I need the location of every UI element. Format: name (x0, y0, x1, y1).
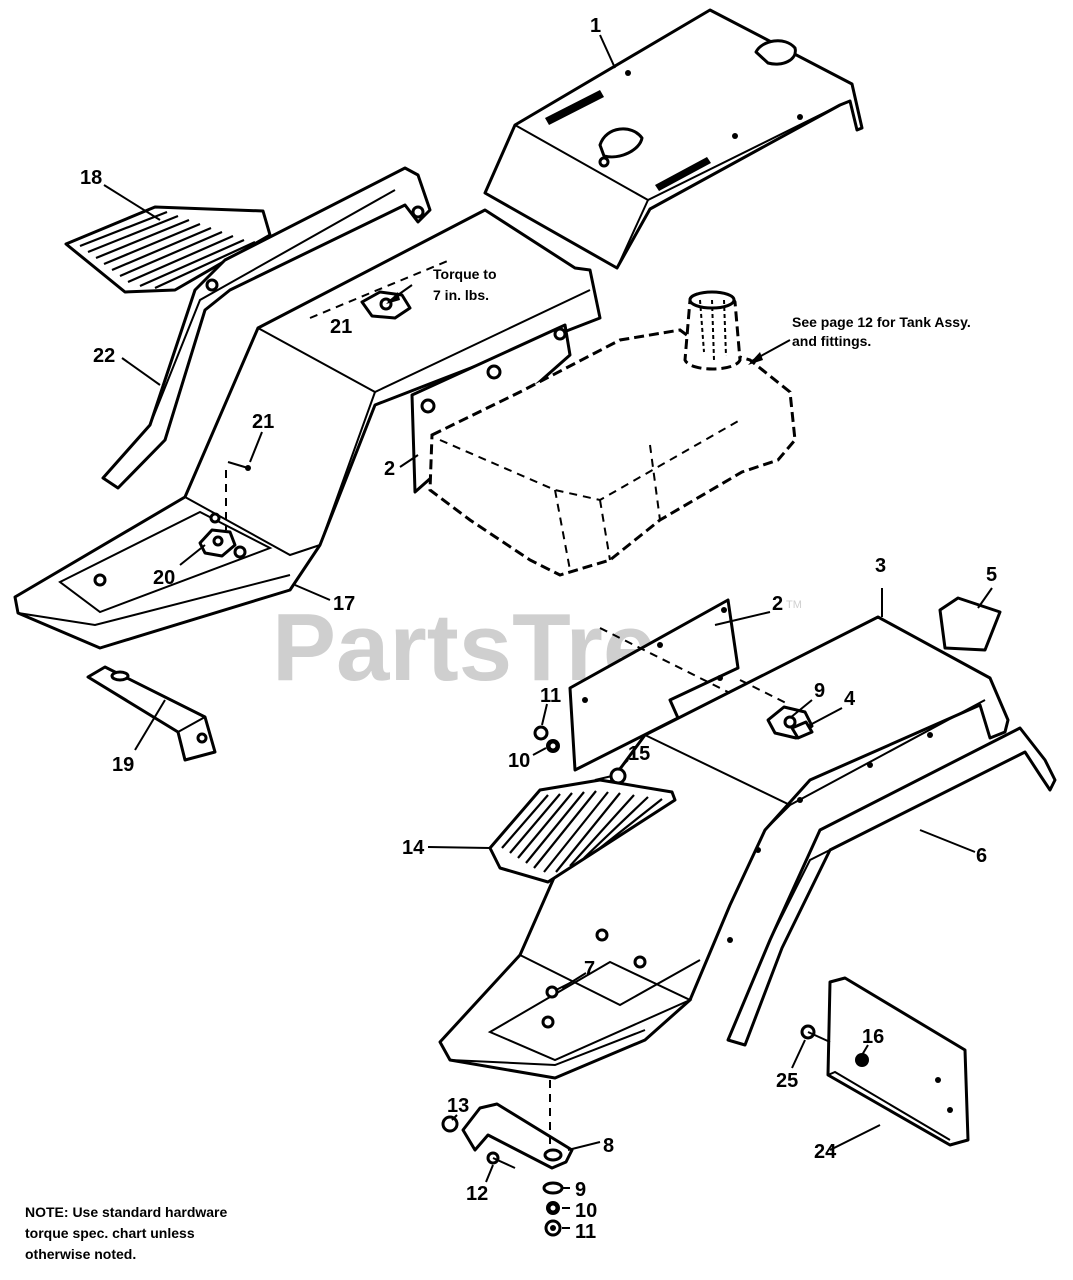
callout-4: 4 (844, 688, 856, 710)
part-2-shield-lower (568, 598, 740, 772)
callout-10-lower: 10 (575, 1200, 597, 1222)
part-10-washer-lower (546, 1201, 560, 1215)
callout-8: 8 (603, 1135, 614, 1157)
callout-16: 16 (862, 1026, 884, 1048)
note-line-1: NOTE: Use standard hardware (25, 1204, 227, 1220)
tank-reference-annotation: See page 12 for Tank Assy. and fittings. (792, 314, 971, 349)
callout-22: 22 (93, 345, 115, 367)
callout-21-upper: 21 (330, 316, 352, 338)
part-13-nut (441, 1115, 459, 1133)
callout-14: 14 (402, 837, 425, 859)
part-12-bolt (486, 1151, 516, 1169)
torque-line-2: 7 in. lbs. (433, 287, 489, 303)
callout-6: 6 (976, 845, 987, 867)
part-11-nut-lower (544, 1219, 562, 1237)
note-line-3: otherwise noted. (25, 1246, 136, 1262)
part-1-hood-cover (483, 8, 864, 270)
part-24-rear-shield (826, 976, 970, 1147)
callout-11-upper: 11 (540, 685, 561, 707)
leader-lines (103, 34, 993, 1229)
callout-12: 12 (466, 1183, 488, 1205)
callout-17: 17 (333, 593, 355, 615)
leader-arrow-torque (386, 292, 400, 304)
callout-21-lower: 21 (252, 411, 274, 433)
part-11-nut-upper (533, 725, 549, 741)
part-8-bracket (461, 1102, 574, 1170)
callout-18: 18 (80, 167, 102, 189)
callout-2-lower: 2 (772, 593, 783, 615)
callout-9-lower: 9 (575, 1179, 586, 1201)
callout-25: 25 (776, 1070, 798, 1092)
tank-ref-line-2: and fittings. (792, 333, 871, 349)
part-3-body-panel (438, 615, 1010, 1080)
part-20-knob (198, 528, 237, 558)
callout-24: 24 (814, 1141, 837, 1163)
part-21-screw (225, 461, 251, 530)
torque-line-1: Torque to (433, 266, 497, 282)
callout-3: 3 (875, 555, 886, 577)
callout-2-upper: 2 (384, 458, 395, 480)
fuel-tank (428, 290, 797, 577)
callout-10-upper: 10 (508, 750, 530, 772)
part-17-fender-pan (13, 208, 602, 650)
callout-15: 15 (628, 743, 650, 765)
part-25-bolt (800, 1024, 831, 1043)
callout-13: 13 (447, 1095, 469, 1117)
part-7-screw (545, 982, 571, 999)
callout-labels: 1 18 21 22 21 2 20 17 19 3 5 2 9 4 11 10… (80, 15, 997, 1243)
callout-1: 1 (590, 15, 601, 37)
watermark-tm: TM (786, 599, 802, 611)
part-16-nut (855, 1053, 869, 1067)
part-19-bracket (86, 665, 217, 762)
note-line-2: torque spec. chart unless (25, 1225, 195, 1241)
callout-20: 20 (153, 567, 175, 589)
part-5-decal (938, 596, 1002, 652)
leader-arrow-tank (748, 352, 763, 365)
tank-ref-line-1: See page 12 for Tank Assy. (792, 314, 971, 330)
note-annotation: NOTE: Use standard hardware torque spec.… (25, 1204, 227, 1262)
part-6-fender-trim (726, 726, 1057, 1047)
callout-5: 5 (986, 564, 997, 586)
part-18-floor-mat (64, 205, 272, 294)
callout-19: 19 (112, 754, 134, 776)
callout-11-lower: 11 (575, 1221, 596, 1243)
part-14-foot-pad (488, 778, 677, 884)
part-10-washer-upper (546, 739, 560, 753)
callout-9-upper: 9 (814, 680, 825, 702)
torque-annotation: Torque to 7 in. lbs. (433, 266, 497, 303)
part-22-side-rail (101, 166, 432, 490)
callout-7: 7 (584, 958, 595, 980)
part-9-washer-lower (542, 1181, 564, 1195)
part-4-knob (766, 705, 814, 740)
